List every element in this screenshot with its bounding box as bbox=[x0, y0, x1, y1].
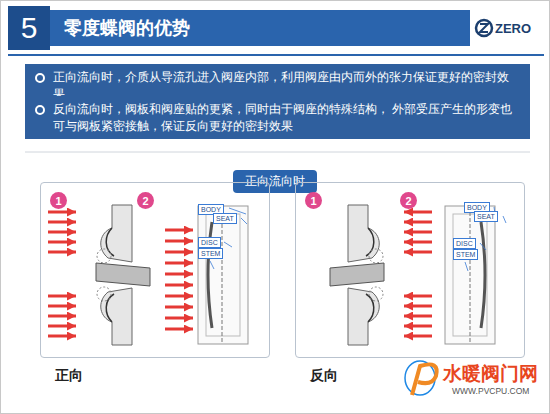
header-band bbox=[8, 10, 470, 46]
part-label: SEAT bbox=[474, 211, 498, 222]
node-text: SEAT bbox=[477, 213, 495, 220]
node-text: 反向流向时，阀板和阀座贴的更紧，同时由于阀座的特殊结构， 外部受压产生的形变也可… bbox=[53, 103, 512, 132]
valve-section bbox=[48, 205, 150, 345]
watermark-logo bbox=[405, 361, 437, 395]
flow-arrows bbox=[165, 230, 193, 329]
logo-area bbox=[470, 10, 544, 46]
callout-number: 2 bbox=[400, 192, 417, 209]
part-label: SEAT bbox=[213, 213, 237, 224]
watermark: 水暖阀门网 bbox=[443, 361, 538, 387]
valve-elevation bbox=[165, 206, 248, 344]
node-text: 正向流向时 bbox=[245, 174, 305, 188]
watermark-url: WWW.PVCPU.COM bbox=[452, 386, 529, 396]
panel-heading: 正向 bbox=[55, 367, 83, 385]
logo-mark bbox=[476, 20, 492, 36]
callout-number: 1 bbox=[50, 192, 67, 209]
part-label: STEM bbox=[198, 248, 223, 259]
flow-arrows bbox=[48, 212, 76, 336]
slide-title: 零度蝶阀的优势 bbox=[64, 16, 190, 40]
part-label: STEM bbox=[453, 249, 478, 260]
part-label: DISC bbox=[453, 238, 476, 249]
node-text: BODY bbox=[201, 206, 221, 213]
node-text: 2 bbox=[405, 195, 411, 207]
section-number: 5 bbox=[8, 6, 50, 50]
node-text: 1 bbox=[310, 195, 316, 207]
node-text: DISC bbox=[201, 239, 218, 246]
header-rule bbox=[8, 54, 544, 56]
bullet-band: 反向流向时，阀板和阀座贴的更紧，同时由于阀座的特殊结构， 外部受压产生的形变也可… bbox=[25, 96, 530, 139]
node-text: SEAT bbox=[216, 215, 234, 222]
figure-panel: 反向12BODYSEATDISCSTEM bbox=[295, 182, 525, 358]
node-text: DISC bbox=[456, 240, 473, 247]
node-text: STEM bbox=[456, 251, 475, 258]
valve-elevation bbox=[445, 206, 506, 344]
panel-heading: 反向 bbox=[310, 367, 338, 385]
callout-number: 1 bbox=[305, 192, 322, 209]
node-text: STEM bbox=[201, 250, 220, 257]
node-text: BODY bbox=[467, 204, 487, 211]
part-label: DISC bbox=[198, 237, 221, 248]
valve-section-mirrored bbox=[330, 205, 432, 345]
node-text: 1 bbox=[55, 195, 61, 207]
node-text: 2 bbox=[142, 195, 148, 207]
brand-logo: ZERO bbox=[495, 21, 531, 36]
figure-panel: 正向12BODYSEATDISCSTEM bbox=[40, 182, 270, 358]
divider bbox=[25, 152, 530, 153]
callout-number: 2 bbox=[137, 192, 154, 209]
node-text: 5 bbox=[21, 11, 38, 45]
